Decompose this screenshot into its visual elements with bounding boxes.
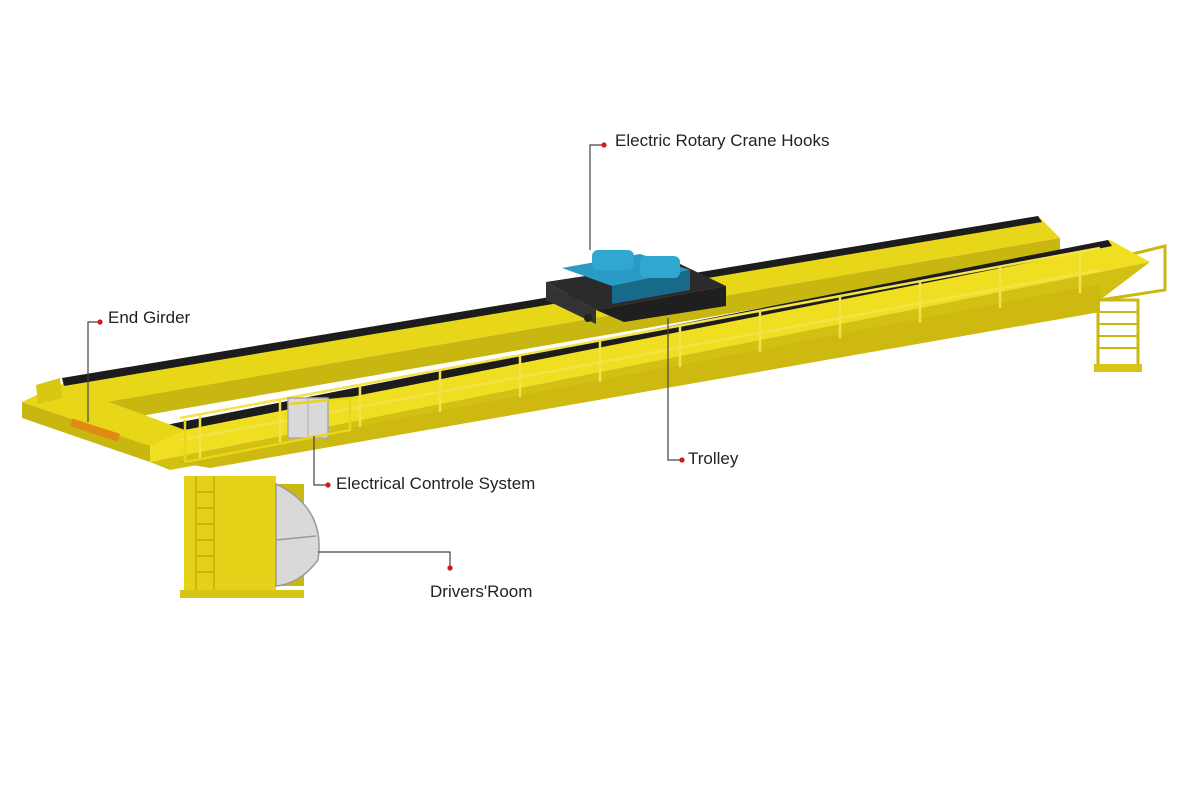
walkway-railing <box>179 246 1101 458</box>
callout-drivers-room: Drivers'Room <box>318 551 532 601</box>
trolley <box>546 250 726 324</box>
electric-rotary-hook-hoist <box>562 250 690 322</box>
callout-hooks: Electric Rotary Crane Hooks <box>589 131 829 250</box>
callouts: Electric Rotary Crane Hooks End Girder T… <box>87 131 829 601</box>
label-end-girder: End Girder <box>108 308 191 327</box>
cabin-ladder <box>195 476 215 590</box>
callout-end-girder: End Girder <box>87 308 191 422</box>
label-hooks: Electric Rotary Crane Hooks <box>615 131 829 150</box>
label-drivers-room: Drivers'Room <box>430 582 532 601</box>
left-end-girder <box>22 378 185 462</box>
label-trolley: Trolley <box>688 449 739 468</box>
crane-illustration <box>22 216 1167 598</box>
label-control-system: Electrical Controle System <box>336 474 535 493</box>
cabin-platform <box>183 396 352 464</box>
callout-control-system: Electrical Controle System <box>313 436 535 493</box>
drivers-room-cabin <box>180 476 320 598</box>
electrical-control-cabinet <box>287 397 329 439</box>
callout-trolley: Trolley <box>667 318 739 468</box>
